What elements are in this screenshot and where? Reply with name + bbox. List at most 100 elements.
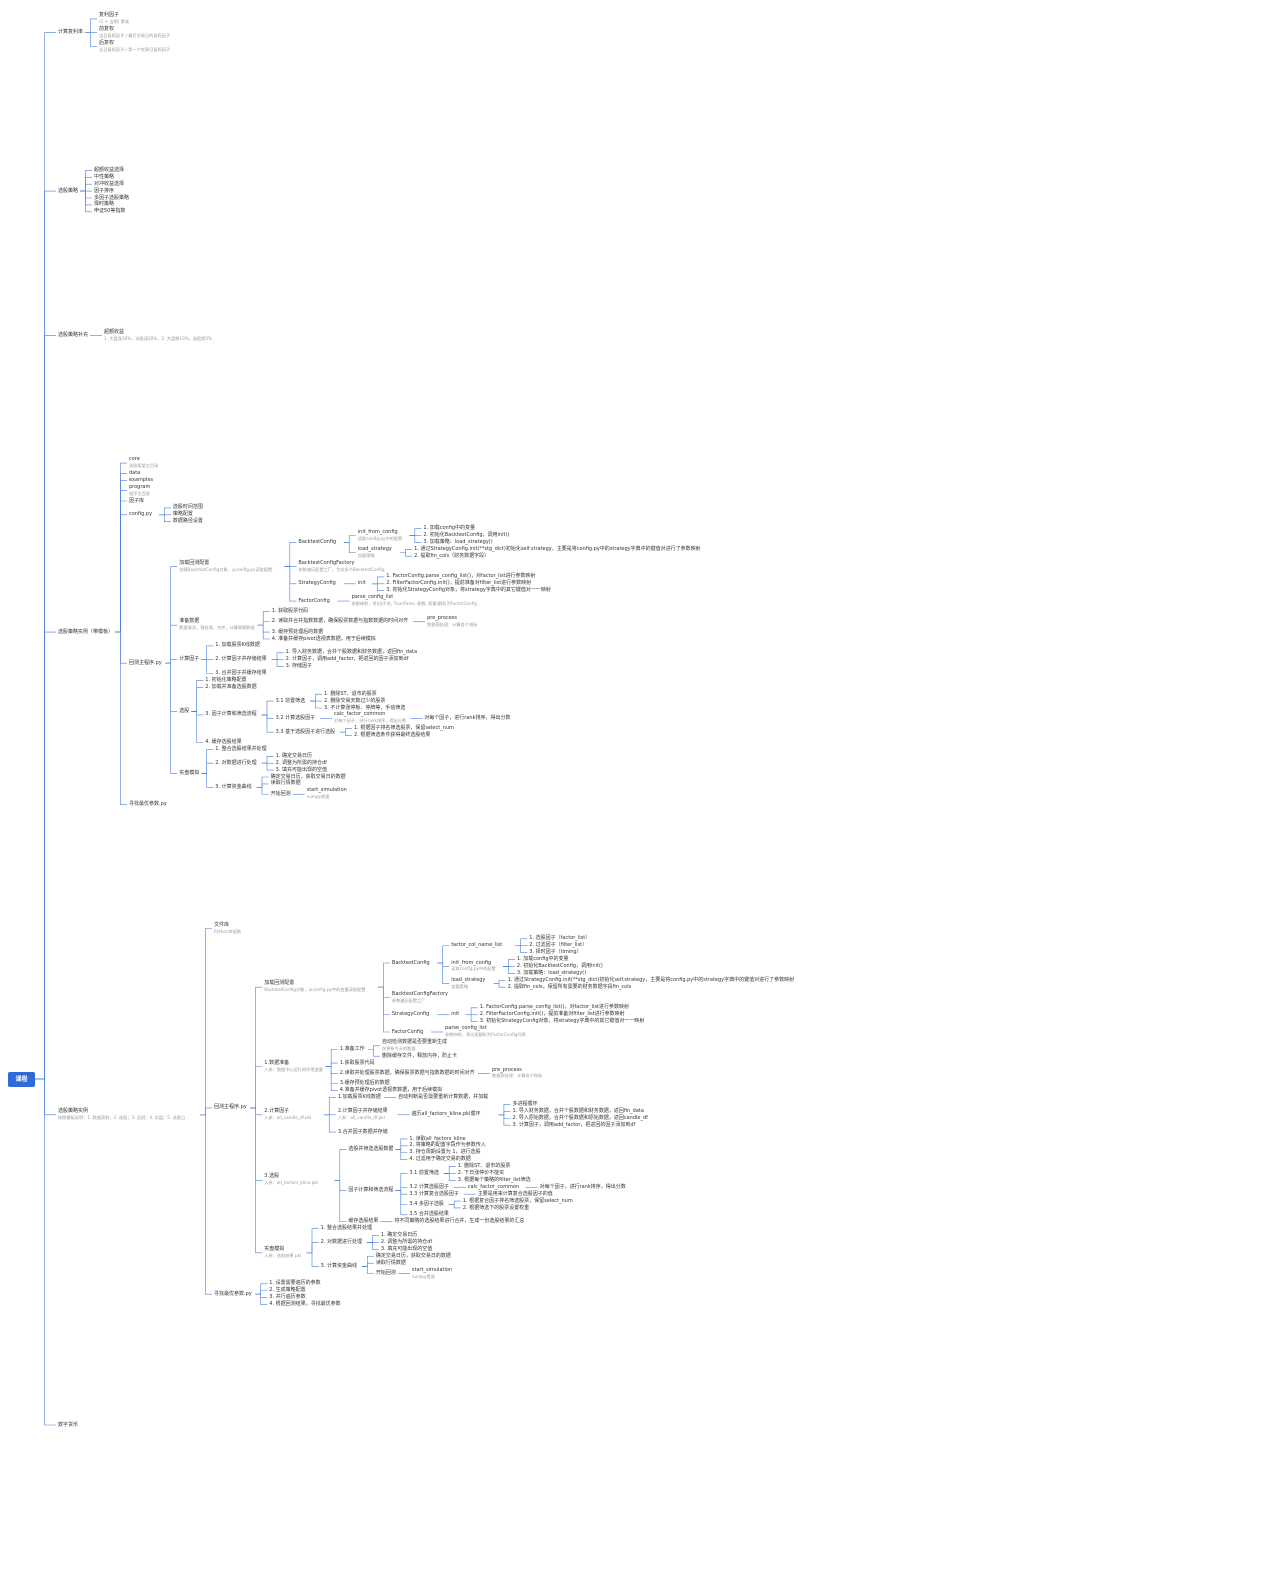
branch-node[interactable]: 数字货币	[58, 1421, 79, 1428]
topic-node[interactable]: 对每个因子，进行rank排序，得出分数	[539, 1183, 626, 1190]
topic-node[interactable]: parse_config_list	[351, 594, 394, 601]
topic-node[interactable]: 选股	[179, 708, 190, 714]
topic-node[interactable]: 策略配置	[172, 511, 193, 518]
topic-node[interactable]: 加载回测配置	[179, 559, 210, 566]
topic-node[interactable]: parse_config_list	[445, 1025, 487, 1032]
topic-node[interactable]: 3. 计算资金曲线	[320, 1263, 357, 1270]
topic-node[interactable]: 回测主程序.py	[129, 659, 162, 666]
topic-node[interactable]: 1. 获取股票代码	[271, 607, 309, 614]
topic-node[interactable]: 遍历all_factors_kline.pkl循环	[411, 1111, 481, 1118]
topic-node[interactable]: 1. 确定交易日历	[380, 1232, 418, 1239]
topic-node[interactable]: BacktestConfigFactory	[298, 559, 355, 566]
topic-node[interactable]: 2.计算因子并存储结果	[337, 1107, 388, 1114]
topic-node[interactable]: 申证50等指数	[94, 208, 126, 215]
topic-node[interactable]: 2. 导入原始数据，合并个股数据和原始数据，返回candle_df	[512, 1114, 648, 1121]
topic-node[interactable]: 1. 整合选股结果并处理	[215, 745, 267, 752]
topic-node[interactable]: 1. 导入财务数据，合并个股数据和财务数据，返回fin_data	[512, 1107, 644, 1114]
topic-node[interactable]: 3.5 合并选股结果	[409, 1211, 449, 1218]
topic-node[interactable]: 1. 确定交易日历	[275, 752, 312, 759]
topic-node[interactable]: 1. 加载config中的变量	[423, 525, 476, 532]
topic-node[interactable]: 3. 合并因子并缓存结果	[215, 670, 267, 677]
topic-node[interactable]: 缓存选股结果	[348, 1218, 379, 1225]
topic-node[interactable]: 1. 初始化策略配置	[205, 676, 247, 683]
topic-node[interactable]: 2. FilterFactorConfig.init()，提前准备对filter…	[479, 1011, 625, 1018]
topic-node[interactable]: 文件库	[214, 921, 230, 928]
topic-node[interactable]: 对冲收益选择	[94, 180, 125, 187]
topic-node[interactable]: start_simulation	[411, 1266, 453, 1273]
topic-node[interactable]: 2. 下日涨停价不能买	[457, 1170, 505, 1176]
topic-node[interactable]: 3. 加载策略：load_strategy()	[423, 538, 493, 545]
topic-node[interactable]: 2.读取并处理股票数据，确保股票数据与指数数据的时间对齐	[339, 1069, 475, 1076]
topic-node[interactable]: 3.2 计算选股因子	[275, 714, 316, 721]
branch-node[interactable]: 选股策略实例（带模板）	[58, 628, 114, 635]
topic-node[interactable]: 2. 提取fin_cols（财务数据字段）	[414, 552, 490, 559]
topic-node[interactable]: 3.选股	[264, 1173, 280, 1180]
topic-node[interactable]: examples	[129, 476, 154, 483]
topic-node[interactable]: 3. 填充可能出现的空值	[275, 766, 327, 773]
topic-node[interactable]: 3. 根据每个策略的filter_list筛选	[457, 1176, 531, 1183]
topic-node[interactable]: 2. 计算因子，调用add_factor，把返回的因子添加到df	[285, 656, 409, 663]
topic-node[interactable]: 3. 初始化StrategyConfig对象，将strategy字典中的其它键值…	[479, 1018, 645, 1025]
topic-node[interactable]: 1. 根据复合因子排名筛选股票，保留select_num	[462, 1197, 573, 1204]
topic-node[interactable]: 2. 初始化BacktestConfig，调用init()	[516, 963, 603, 969]
topic-node[interactable]: 3.1 前置筛选	[275, 697, 306, 704]
topic-node[interactable]: 主要是用来计算复合选股因子的值	[477, 1190, 553, 1197]
topic-node[interactable]: 1. 通过StrategyConfig.init(**stg_dict)初始化s…	[414, 545, 701, 552]
topic-node[interactable]: 对每个因子，进行rank排序，得出分数	[424, 714, 511, 721]
topic-node[interactable]: 3.3 计算复合选股因子	[409, 1190, 459, 1197]
topic-node[interactable]: 2. 调整为所需的持仓df	[380, 1239, 433, 1245]
topic-node[interactable]: StrategyConfig	[298, 580, 336, 587]
topic-node[interactable]: pre_process	[492, 1066, 522, 1073]
topic-node[interactable]: init_from_config	[451, 959, 492, 966]
topic-node[interactable]: 3.合并因子数据并存储	[337, 1128, 388, 1135]
topic-node[interactable]: 1. 读取all_factors_kline	[409, 1135, 466, 1142]
topic-node[interactable]: 准备数据	[179, 618, 200, 625]
topic-node[interactable]: 1.准备工作	[339, 1045, 365, 1052]
root-node[interactable]: 课程	[8, 1072, 35, 1087]
topic-node[interactable]: 3.3 基于选股因子进行选股	[275, 728, 336, 735]
topic-node[interactable]: 4. 过滤用于确定交易的数据	[409, 1156, 471, 1163]
topic-node[interactable]: 2. 调整为所需的持仓df	[275, 759, 327, 766]
branch-node[interactable]: 选股策略补充	[58, 332, 89, 339]
topic-node[interactable]: 1. 导入财务数据，合并个股数据和财务数据，返回fin_data	[285, 649, 418, 656]
topic-node[interactable]: 3. 初始化StrategyConfig对象，将strategy字典中的其它键值…	[386, 587, 551, 594]
topic-node[interactable]: 确定交易日历，获取交易日的数据	[270, 773, 346, 780]
topic-node[interactable]: 3. 并行遍历参数	[269, 1294, 306, 1301]
topic-node[interactable]: 3. 因子计算和筛选流程	[205, 711, 257, 718]
topic-node[interactable]: 2. 根据筛选条件获得最终选股结果	[354, 732, 431, 739]
topic-node[interactable]: program	[129, 483, 151, 490]
topic-node[interactable]: 3. 存储因子	[285, 663, 312, 670]
topic-node[interactable]: 1. 选股因子（factor_list）	[529, 935, 591, 942]
topic-node[interactable]: 选股并筛选选股数据	[348, 1145, 394, 1152]
topic-node[interactable]: 3. 持仓周期设置为 1，进行选股	[409, 1149, 481, 1156]
topic-node[interactable]: data	[129, 469, 141, 476]
topic-node[interactable]: 计算因子	[179, 656, 200, 663]
topic-node[interactable]: 2. 初始化BacktestConfig，调用init()	[423, 532, 510, 539]
topic-node[interactable]: 超额收益	[104, 328, 125, 335]
topic-node[interactable]: 3. 择时因子（timing）	[529, 949, 582, 956]
topic-node[interactable]: calc_factor_common	[467, 1183, 520, 1190]
topic-node[interactable]: calc_factor_common	[334, 711, 386, 718]
topic-node[interactable]: BacktestConfig	[391, 959, 430, 966]
topic-node[interactable]: 后复权	[99, 39, 115, 46]
topic-node[interactable]: 2. 对数据进行处理	[320, 1239, 362, 1245]
topic-node[interactable]: 3.1 前置筛选	[409, 1170, 439, 1176]
topic-node[interactable]: 因子库	[129, 497, 145, 504]
topic-node[interactable]: 1. 根据因子排名筛选股票，保留select_num	[354, 725, 454, 732]
topic-node[interactable]: 2. 提取fin_cols，保留所有需要的财务数据字段fin_cols	[507, 983, 632, 990]
topic-node[interactable]: 1. 整合选股结果并处理	[320, 1225, 372, 1232]
topic-node[interactable]: init	[357, 580, 366, 587]
topic-node[interactable]: 多进程循环	[512, 1101, 538, 1107]
topic-node[interactable]: 2. FilterFactorConfig.init()，提前准备对filter…	[386, 580, 532, 587]
topic-node[interactable]: 3. 计算因子，调用add_factor，把返回的因子添加到df	[512, 1121, 636, 1128]
topic-node[interactable]: 寻找最优参数.py	[214, 1290, 252, 1297]
topic-node[interactable]: 中性策略	[94, 173, 115, 180]
topic-node[interactable]: core	[129, 456, 140, 463]
topic-node[interactable]: 1. 加载config中的变量	[516, 956, 569, 963]
topic-node[interactable]: 前复权	[99, 25, 115, 32]
topic-node[interactable]: FactorConfig	[298, 597, 330, 604]
topic-node[interactable]: 4. 缓存选股结果	[205, 739, 242, 746]
topic-node[interactable]: config.py	[129, 511, 153, 518]
topic-node[interactable]: 自动判断是否需要重新计算数据，并加载	[398, 1094, 489, 1101]
branch-node[interactable]: 选股策略实例	[58, 1107, 89, 1114]
